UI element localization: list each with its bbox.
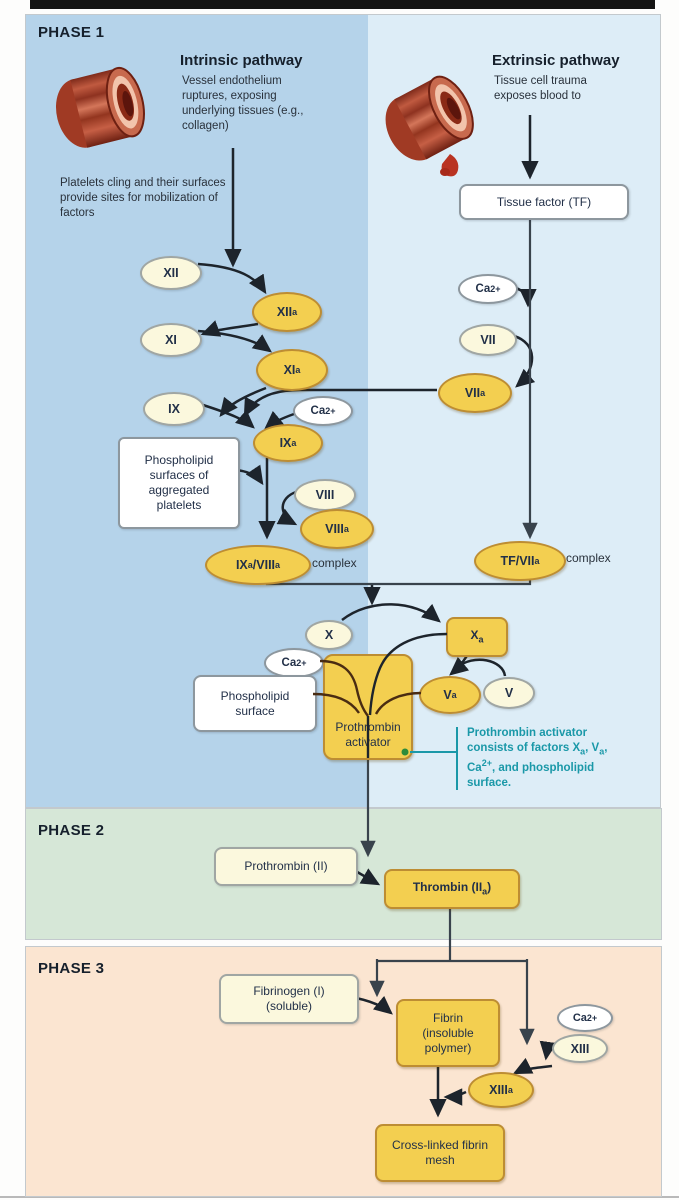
node-crosslinked-fibrin-mesh: Cross-linked fibrin mesh (375, 1124, 505, 1182)
blood-vessel-illustration-extrinsic (385, 75, 474, 177)
phase3-label: PHASE 3 (38, 960, 105, 977)
node-factor-x: X (305, 620, 353, 650)
top-black-bar (30, 0, 655, 9)
node-prothrombin-activator: Prothrombin activator (323, 654, 413, 760)
platelets-note: Platelets cling and their surfaces provi… (60, 177, 226, 219)
node-factor-ix: IX (143, 392, 205, 426)
blood-vessel-illustration-intrinsic (55, 66, 145, 148)
prothrombin-activator-note: Prothrombin activator consists of factor… (467, 727, 608, 790)
node-fibrinogen: Fibrinogen (I) (soluble) (219, 974, 359, 1024)
node-factor-xi: XI (140, 323, 202, 357)
extrinsic-pathway-title: Extrinsic pathway (492, 52, 620, 69)
intrinsic-pathway-title: Intrinsic pathway (180, 52, 303, 69)
node-thrombin: Thrombin (IIa) (384, 869, 520, 909)
node-factor-xii: XII (140, 256, 202, 290)
node-factor-xiii: XIII (552, 1034, 608, 1063)
phase1-label: PHASE 1 (38, 24, 105, 41)
intrinsic-pathway-description: Vessel endothelium ruptures, exposing un… (182, 75, 304, 132)
bottom-divider-line (0, 1196, 679, 1198)
complex-label-extrinsic: complex (566, 551, 611, 565)
phase2-label: PHASE 2 (38, 822, 105, 839)
node-prothrombin: Prothrombin (II) (214, 847, 358, 886)
complex-label-intrinsic: complex (312, 556, 357, 570)
node-factor-vii: VII (459, 324, 517, 356)
node-fibrin: Fibrin (insoluble polymer) (396, 999, 500, 1067)
node-tissue-factor: Tissue factor (TF) (459, 184, 629, 220)
node-factor-xa: Xa (446, 617, 508, 657)
node-factor-viii: VIII (294, 479, 356, 511)
extrinsic-pathway-description: Tissue cell trauma exposes blood to (494, 75, 587, 102)
node-factor-v: V (483, 677, 535, 709)
label-box-phospholipid-surface: Phospholipid surface (193, 675, 317, 732)
label-box-phospholipid-surfaces: Phospholipid surfaces of aggregated plat… (118, 437, 240, 529)
